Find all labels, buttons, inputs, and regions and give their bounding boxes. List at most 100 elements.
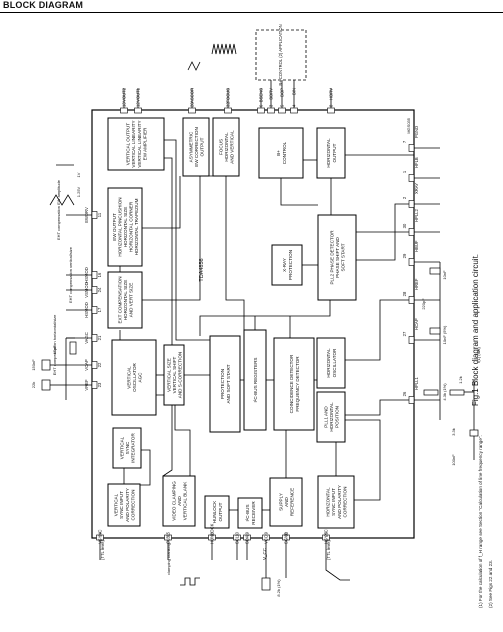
block-text: COINCIDENCE DETECTOR xyxy=(289,354,294,413)
ext-label: 4.3k (1%) xyxy=(442,383,447,401)
block-vsync-int-box xyxy=(112,427,142,469)
block-text: VERTICAL BLANK xyxy=(183,481,188,520)
ext-label: EHT compensation EW amplitude xyxy=(56,179,61,240)
pin-left-box xyxy=(91,334,98,342)
block-text: I²C-BUS xyxy=(245,504,250,521)
pin-right-num: 29 xyxy=(402,253,407,258)
block-text: HORIZONTAL SIZE xyxy=(123,280,128,321)
pin-bottom-num: 19 xyxy=(245,531,250,536)
header-rule xyxy=(0,12,503,13)
pin-left-box xyxy=(91,306,98,314)
block-ext-comp-box xyxy=(107,271,143,329)
pin-top-num: 6 xyxy=(259,104,264,107)
block-text: HORIZONTAL xyxy=(224,132,229,162)
block-xray-box xyxy=(271,244,303,286)
block-text: CORRECTION xyxy=(130,490,135,521)
pin-top-num: 12 xyxy=(136,102,141,107)
pin-right-num: 30 xyxy=(402,223,407,228)
internal-wire xyxy=(345,419,381,501)
pin-right-box xyxy=(408,144,415,152)
pin-top-name: HDRV xyxy=(329,88,334,100)
pin-right-num: 28 xyxy=(402,291,407,296)
waveform xyxy=(187,61,201,71)
pin-top-box xyxy=(188,107,196,114)
block-text: I²C-BUS REGISTERS xyxy=(253,358,258,403)
pin-top-box xyxy=(120,107,128,114)
pin-left-box xyxy=(91,271,98,279)
block-text: INTEGRATOR xyxy=(131,432,136,462)
block-text: AND VERTICAL xyxy=(230,130,235,164)
ext-label: 1V xyxy=(76,172,81,177)
ext-label: 10nF xyxy=(442,270,447,280)
pin-bottom-num: 15 xyxy=(166,531,171,536)
pin-left-num: 17 xyxy=(97,307,102,312)
resistor-symbol xyxy=(449,389,465,396)
pin-top-name: BDRV xyxy=(269,88,274,100)
pin-top-box xyxy=(134,107,142,114)
block-text: PROTECTION xyxy=(220,369,225,399)
block-text: EW CORRECTION xyxy=(194,127,199,167)
pin-right-name: PGND xyxy=(414,126,419,138)
ext-label: (TTL level) xyxy=(326,540,331,560)
block-text: HORIZONTAL CORNER xyxy=(129,201,134,252)
pin-bottom-name: SGND xyxy=(284,532,289,544)
pin-left-box xyxy=(91,381,98,389)
pin-bottom-name: SDA xyxy=(245,535,250,544)
block-asym-box xyxy=(182,117,210,177)
block-text: VIDEO CLAMPING xyxy=(171,481,176,521)
pin-left-name: HSMOD xyxy=(84,302,89,318)
block-text: OUTPUT xyxy=(200,137,205,156)
block-ew-out-box xyxy=(107,187,143,267)
pin-bottom-box xyxy=(282,534,290,541)
block-text: HORIZONTAL PINCUSHION xyxy=(117,197,122,256)
block-i2c-reg-box xyxy=(243,329,267,431)
block-text: VERTICAL LINEARITY xyxy=(131,120,136,167)
block-text: VERTICAL xyxy=(126,366,131,389)
pin-top-box xyxy=(327,107,335,114)
pin-right-box xyxy=(408,336,415,344)
pin-top-name: FOCUS xyxy=(226,88,231,103)
pin-left-num: 11 xyxy=(97,212,102,217)
block-vert-osc-box xyxy=(111,339,157,416)
ext-label: 220pF xyxy=(421,298,426,310)
block-text: POSITION xyxy=(335,406,340,428)
capacitor-symbol xyxy=(69,341,77,355)
block-text: VERTICAL SIZE xyxy=(166,358,171,392)
block-bplus-ctrl-box xyxy=(258,127,304,179)
block-text: HORIZONTAL TRAPEZIUM xyxy=(134,198,139,255)
block-text: OUTPUT xyxy=(218,502,223,521)
pin-right-name: HPLL2 xyxy=(414,209,419,222)
ext-label: 47µF xyxy=(52,345,57,355)
pin-bottom-box xyxy=(322,534,330,541)
block-text: EW AMPLIFIER xyxy=(142,127,147,160)
block-text: AND xyxy=(177,495,182,505)
pin-bottom-num: 18 xyxy=(210,531,215,536)
block-vsize-box xyxy=(163,344,185,406)
block-vsync-in-box xyxy=(107,483,141,527)
block-text: X-RAY xyxy=(282,258,287,272)
waveform xyxy=(49,194,75,206)
pin-bottom-box xyxy=(208,534,216,541)
block-supply-box xyxy=(269,477,303,527)
pin-left-num: 16 xyxy=(97,272,102,277)
internal-wire xyxy=(156,394,191,476)
pin-top-num: 13 xyxy=(122,102,127,107)
ext-label: (TTL level) xyxy=(100,540,105,560)
ext-label: 8.2k (1%) xyxy=(276,579,281,597)
pin-right-num: 26 xyxy=(402,391,407,396)
pin-left-num: 24 xyxy=(97,287,102,292)
block-text: EW OUTPUT xyxy=(112,213,117,241)
pin-left-num: 21 xyxy=(97,335,102,340)
block-text: HORIZONTAL xyxy=(329,402,334,432)
footnote: (1) For the calculation of f_H range see… xyxy=(478,435,483,608)
